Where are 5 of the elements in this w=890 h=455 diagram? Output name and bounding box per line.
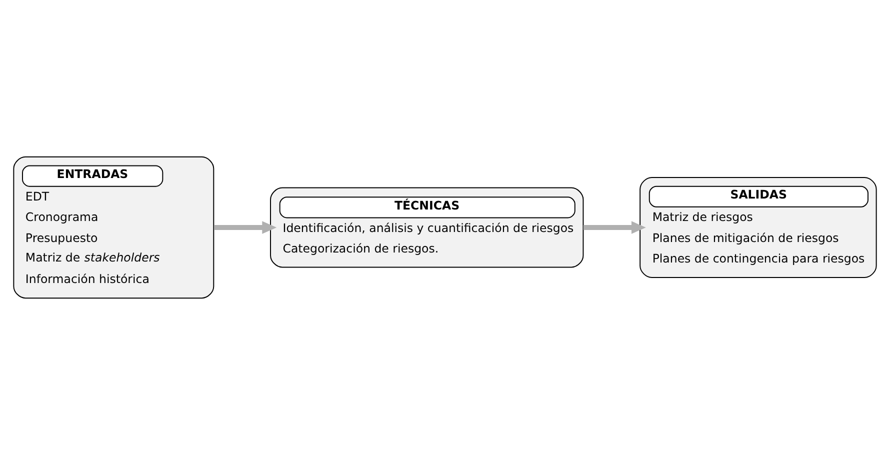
node-box: TÉCNICAS Identificación, análisis y cuantificación de riesgos Categorización de riesgos. [270, 187, 584, 268]
arrow [214, 221, 277, 234]
node-box: SALIDAS Matriz de riesgos Planes de mitigación de riesgos Planes de contingencia para riesgos [640, 177, 877, 278]
arrow [583, 221, 646, 234]
node-box: ENTRADAS EDT Cronograma Presupuesto Matriz de stakeholders Información histórica [13, 156, 214, 299]
